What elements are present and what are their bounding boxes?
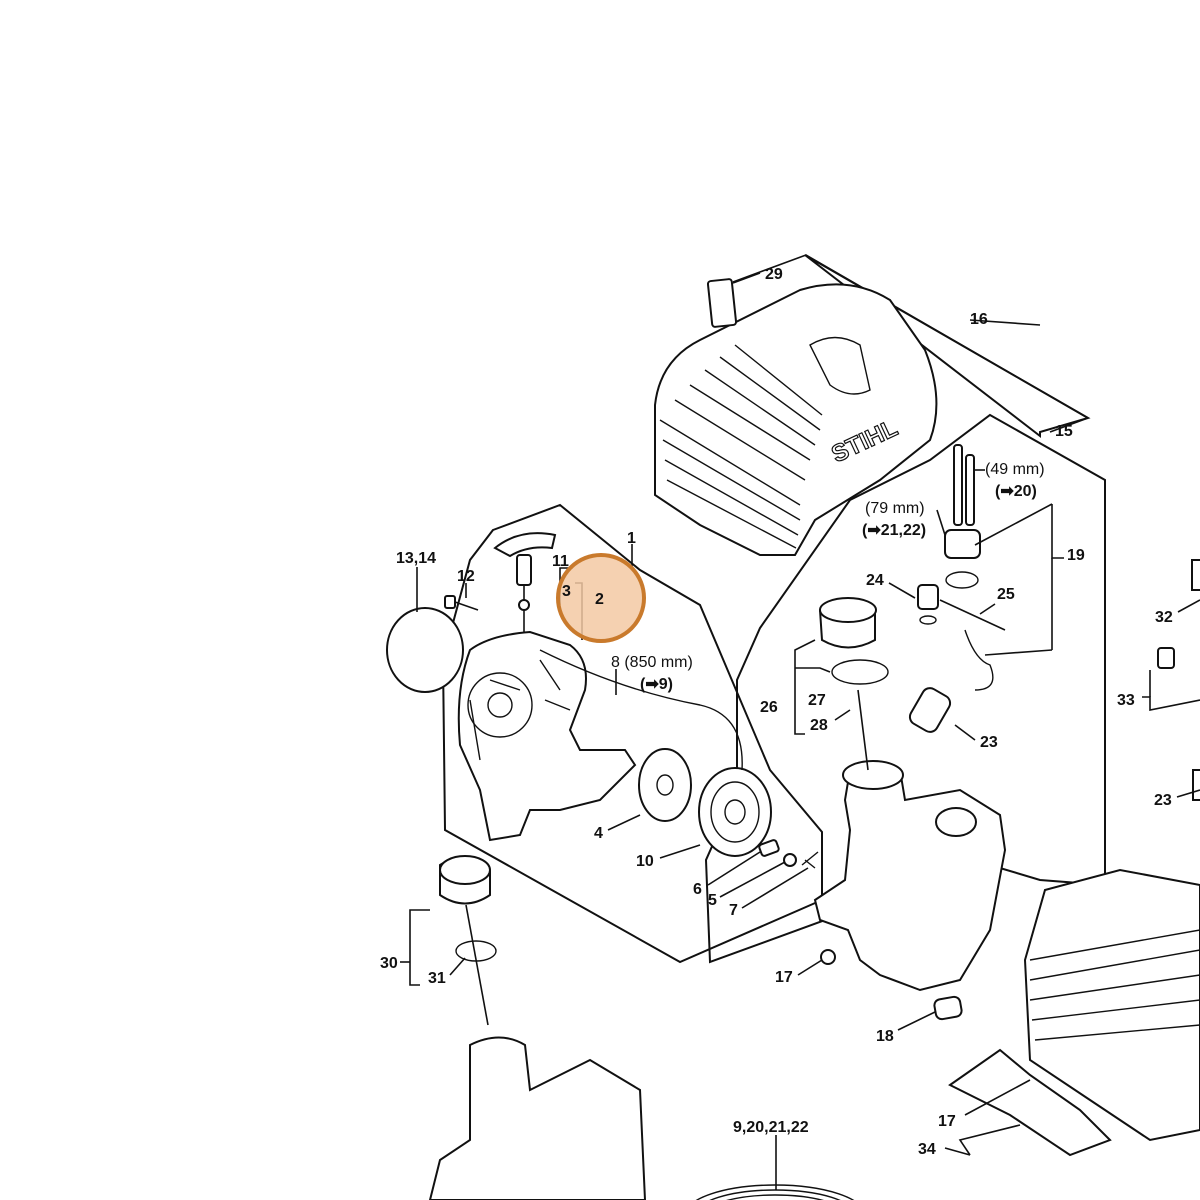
label-6: 6 (693, 881, 702, 898)
label-32: 32 (1155, 609, 1173, 626)
pawl-part-6 (758, 839, 780, 857)
label-2: 2 (595, 591, 604, 608)
cover-plate-part-13-14 (386, 607, 464, 693)
highlight-marker[interactable] (556, 553, 646, 643)
hose-part-25 (939, 599, 1006, 631)
grommet-part-17 (820, 949, 836, 965)
label-79mm: (79 mm) (865, 500, 925, 517)
label-30: 30 (380, 955, 398, 972)
coiled-line-part-9-20-21-22 (695, 1184, 855, 1200)
label-part-29 (706, 278, 738, 328)
label-1: 1 (627, 530, 636, 547)
label-17-grommet: 17 (775, 969, 793, 986)
label-10: 10 (636, 853, 654, 870)
screw-part-12 (444, 595, 479, 611)
label-11: 11 (552, 553, 569, 570)
label-4: 4 (594, 825, 603, 842)
fuel-pickup-part-19 (944, 444, 981, 589)
fuel-cap-part-26 (818, 597, 877, 649)
label-19: 19 (1067, 547, 1085, 564)
rewind-spring-part-4 (638, 748, 692, 822)
starter-rope-part-8 (539, 649, 743, 771)
label-12: 12 (457, 568, 475, 585)
engine-cylinder (1023, 868, 1200, 1142)
tank-cap-part-30 (439, 855, 491, 905)
starter-handle-part-11 (493, 532, 557, 632)
label-9-20-21-22: 9,20,21,22 (733, 1119, 809, 1136)
right-edge-parts (1157, 559, 1200, 801)
o-ring-part-27 (831, 659, 889, 685)
bushing-part-18 (933, 995, 963, 1021)
rope-rotor-part-10 (698, 767, 772, 857)
label-15: 15 (1055, 423, 1073, 440)
strainer-part-28 (857, 689, 869, 771)
shroud-part-16: STIHL (654, 283, 938, 556)
fuel-filter-part-23 (908, 629, 994, 733)
group-outline-16-line (732, 254, 1089, 419)
label-3: 3 (562, 583, 571, 600)
label-ref-9: (➡9) (640, 676, 673, 693)
label-18: 18 (876, 1028, 894, 1045)
label-ref-21-22: (➡21,22) (862, 522, 926, 539)
label-27: 27 (808, 692, 826, 709)
clip-part-7 (801, 851, 819, 869)
label-25: 25 (997, 586, 1015, 603)
cap-strap (465, 904, 489, 1026)
label-13-14: 13,14 (396, 550, 436, 567)
label-ref-20: (➡20) (995, 483, 1037, 500)
label-49mm: (49 mm) (985, 461, 1045, 478)
label-26: 26 (760, 699, 778, 716)
label-7: 7 (729, 902, 738, 919)
label-16: 16 (970, 311, 988, 328)
label-34: 34 (918, 1141, 936, 1158)
washer-part-5 (783, 853, 797, 867)
lower-housing (428, 1036, 647, 1200)
label-24: 24 (866, 572, 884, 589)
label-29: 29 (765, 266, 783, 283)
starter-housing-part-1 (457, 630, 637, 842)
shield-part-34 (948, 1048, 1112, 1157)
label-5: 5 (708, 892, 717, 909)
label-23-right: 23 (1154, 792, 1172, 809)
label-8-850mm: 8 (850 mm) (611, 654, 693, 671)
label-31: 31 (428, 970, 446, 987)
label-23-filter: 23 (980, 734, 998, 751)
label-33: 33 (1117, 692, 1135, 709)
label-17-lower: 17 (938, 1113, 956, 1130)
valve-part-24 (917, 584, 939, 625)
label-28: 28 (810, 717, 828, 734)
fuel-tank-part-15 (813, 760, 1007, 992)
